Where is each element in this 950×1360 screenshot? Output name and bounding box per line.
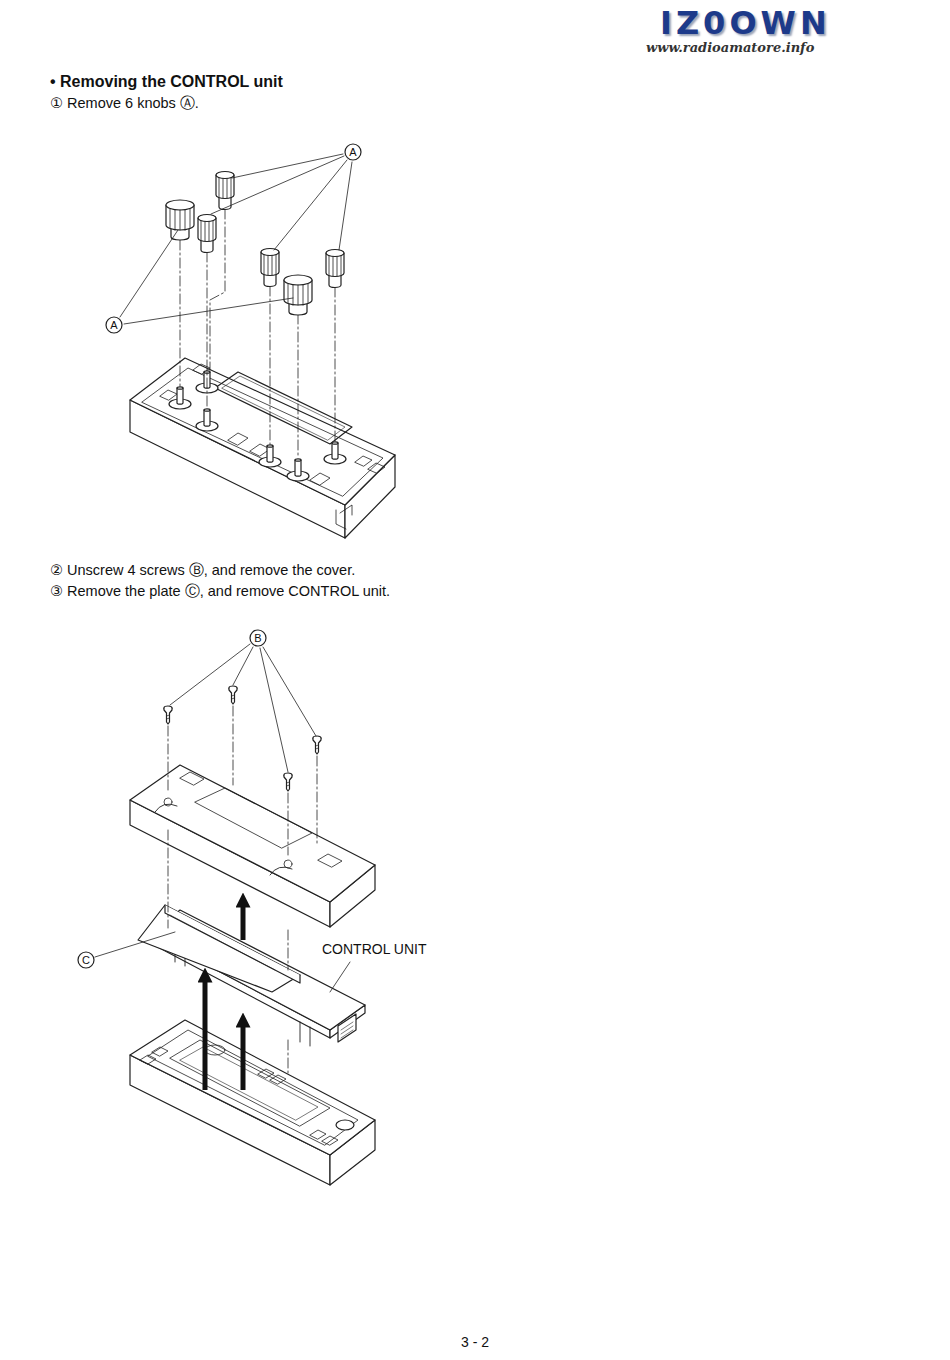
part-name: CONTROL UNIT [321,941,427,958]
callout-letter: A [349,147,356,158]
step-instruction: ③ Remove the plate Ⓒ, and remove CONTROL… [50,583,390,600]
watermark-url: www.radioamatore.info [646,40,814,56]
callout-letter: C [82,955,90,966]
callout-letter: A [110,320,117,331]
step-instruction: ② Unscrew 4 screws Ⓑ, and remove the cov… [50,562,355,579]
step-instruction: ① Remove 6 knobs Ⓐ. [50,95,199,112]
section-title: • Removing the CONTROL unit [50,72,283,91]
page-number: 3 - 2 [461,1334,489,1351]
watermark: IZ0OWN [660,4,831,42]
callout-letter: B [254,633,261,644]
